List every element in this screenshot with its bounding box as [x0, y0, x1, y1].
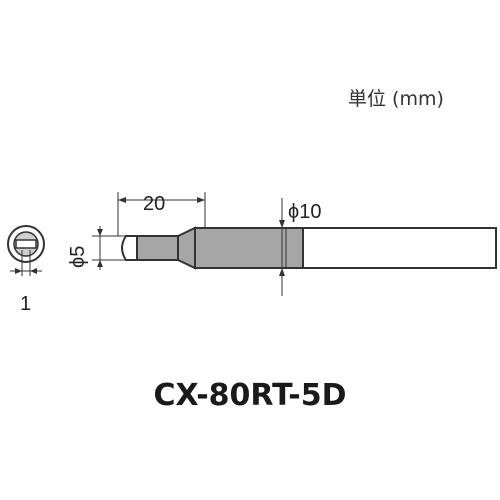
end-view-blade [15, 239, 37, 249]
body-diameter-label: ϕ10 [288, 201, 321, 223]
tip-shank [194, 227, 304, 269]
model-number: CX-80RT-5D [154, 378, 347, 413]
length-label: 20 [143, 193, 165, 215]
tip-diameter-arrow-top [97, 229, 103, 236]
tip-end [121, 235, 138, 261]
tip-thickness-label: 1 [20, 293, 31, 315]
body-diameter-dimension: ϕ10 [279, 198, 321, 296]
tip-diameter-arrow-bottom [97, 260, 103, 267]
tip-diameter-label: ϕ5 [67, 246, 89, 268]
end-view-arrow-left [15, 268, 22, 274]
unit-label: 単位 (mm) [348, 88, 444, 110]
end-view-arrow-right [30, 268, 37, 274]
tip-taper [177, 226, 196, 270]
tip-neck [136, 235, 179, 261]
tip-body [302, 227, 497, 269]
length-dimension: 20 [117, 192, 206, 236]
length-arrow-left [118, 197, 126, 203]
body-diameter-arrow-top [279, 220, 285, 228]
body-diameter-arrow-bottom [279, 268, 285, 276]
end-view: 1 [7, 225, 45, 315]
length-arrow-right [197, 197, 205, 203]
tip-side-view [121, 226, 497, 270]
tip-diameter-dimension: ϕ5 [67, 226, 130, 270]
